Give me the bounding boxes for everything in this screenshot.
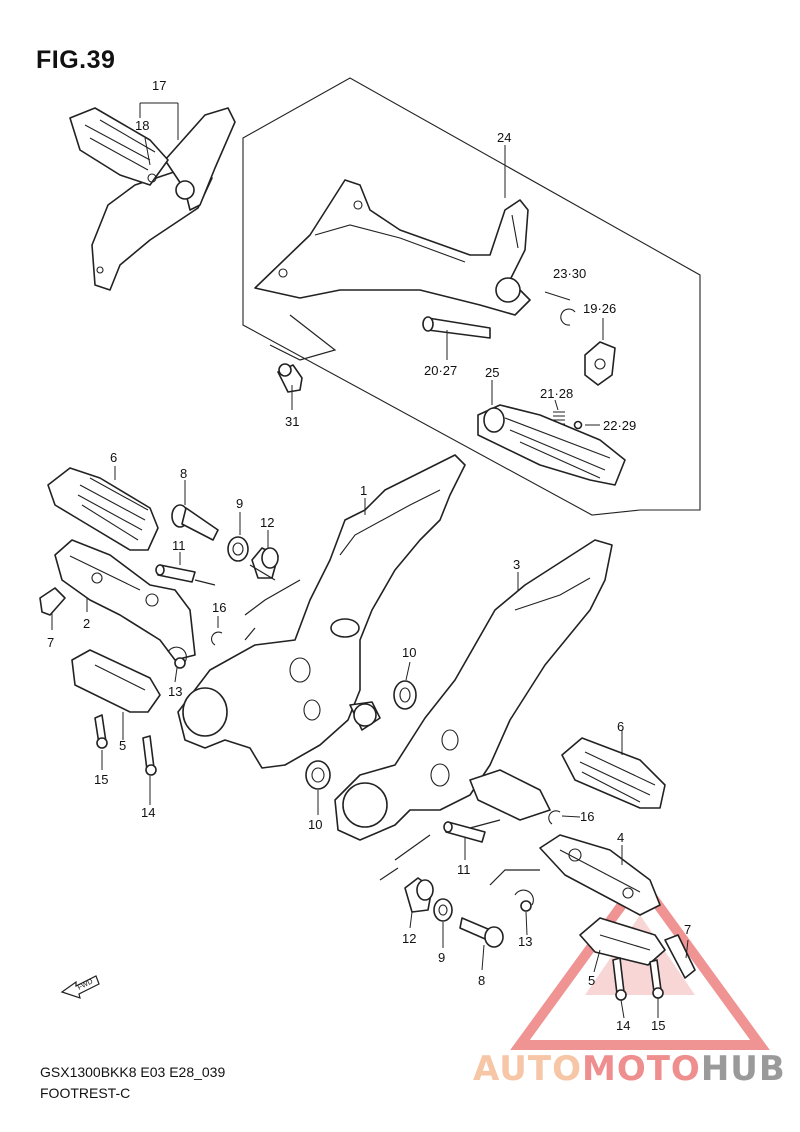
- callout-1: 1: [360, 483, 367, 498]
- callout-20-27: 20·27: [424, 363, 457, 378]
- callout-12-left: 12: [260, 515, 274, 530]
- callout-10-upper: 10: [402, 645, 416, 660]
- assembly-lines: [194, 564, 540, 886]
- watermark-text: AUTOMOTOHUB: [473, 1049, 786, 1089]
- footpeg-4-right: [539, 834, 661, 916]
- kit-pin-20-27: [422, 316, 491, 339]
- kit-ball-22-29: [573, 420, 583, 430]
- clip-16-left: [211, 631, 223, 646]
- callout-14-left: 14: [141, 805, 155, 820]
- callout-6-left: 6: [110, 450, 117, 465]
- bolt-8-right: [459, 917, 504, 948]
- figure-title: FIG.39: [36, 46, 116, 74]
- spring-13-right: [514, 889, 534, 912]
- callout-16-right: 16: [580, 809, 594, 824]
- figure-code: GSX1300BKK8 E03 E28_039: [40, 1064, 226, 1080]
- rubber-5-left: [71, 649, 161, 713]
- callout-15-left: 15: [94, 772, 108, 787]
- kit-clip-23-30: [560, 308, 576, 326]
- washer-9-right: [433, 898, 453, 922]
- callout-2: 2: [83, 616, 90, 631]
- callout-4: 4: [617, 830, 624, 845]
- callout-24: 24: [497, 130, 511, 145]
- callout-21-28: 21·28: [540, 386, 573, 401]
- callout-8-right: 8: [478, 973, 485, 988]
- callout-8-left: 8: [180, 466, 187, 481]
- kit-plate-19-26: [584, 341, 616, 386]
- callout-31: 31: [285, 414, 299, 429]
- callout-11-left: 11: [172, 538, 186, 553]
- callout-23-30: 23·30: [553, 266, 586, 281]
- callout-22-29: 22·29: [603, 418, 636, 433]
- bolt-8-left: [171, 504, 219, 541]
- upper-footrest-assembly: [69, 107, 236, 291]
- callout-15-right: 15: [651, 1018, 665, 1033]
- callout-11-right: 11: [457, 862, 471, 877]
- callout-16-left: 16: [212, 600, 226, 615]
- rubber-7-left: [39, 587, 66, 616]
- washer-9-left: [227, 536, 249, 562]
- callout-9-left: 9: [236, 496, 243, 511]
- screw-14-right: [612, 957, 627, 1001]
- callout-17: 17: [152, 78, 166, 93]
- screw-15-right: [649, 959, 664, 999]
- figure-name: FOOTREST-C: [40, 1085, 131, 1101]
- callout-25: 25: [485, 365, 499, 380]
- washer-10-upper: [393, 680, 417, 710]
- bolt-31: [277, 363, 303, 393]
- watermark-part2: MOTO: [581, 1049, 701, 1089]
- footpeg-rubber-6-left: [47, 467, 159, 551]
- footpeg-rubber-6-right: [561, 737, 666, 809]
- fwd-arrow-icon: FWD: [60, 975, 100, 999]
- callout-12-right: 12: [402, 931, 416, 946]
- pin-11-right: [443, 821, 486, 843]
- callout-18: 18: [135, 118, 149, 133]
- bracket-1: [177, 454, 466, 769]
- rubber-5-right: [579, 917, 666, 966]
- callout-5-right: 5: [588, 973, 595, 988]
- leader-lines: [51, 102, 689, 1019]
- kit-footpeg-25: [477, 404, 626, 486]
- rubber-7-right: [664, 934, 696, 979]
- footpeg-2-left: [54, 539, 196, 661]
- kit-spring-21-28: [553, 411, 565, 425]
- callout-3: 3: [513, 557, 520, 572]
- clip-16-right: [548, 810, 561, 825]
- callout-13-left: 13: [168, 684, 182, 699]
- callout-7-right: 7: [684, 922, 691, 937]
- callout-9-right: 9: [438, 950, 445, 965]
- kit-box-24: [242, 77, 701, 516]
- kit-bracket-24: [254, 179, 531, 361]
- screw-14-left: [142, 735, 157, 776]
- callout-7-left: 7: [47, 635, 54, 650]
- callout-19-26: 19·26: [583, 301, 616, 316]
- callout-labels: 17 18 24 23·30 19·26 20·27 25 21·28 22·2…: [47, 78, 691, 1033]
- screw-15-left: [94, 714, 108, 749]
- pin-11-left: [155, 564, 196, 583]
- washer-10-lower: [305, 760, 331, 790]
- callout-14-right: 14: [616, 1018, 630, 1033]
- spring-13-left: [167, 646, 187, 669]
- callout-10-lower: 10: [308, 817, 322, 832]
- watermark-part1: AUTO: [473, 1049, 582, 1089]
- bracket-3: [334, 539, 613, 841]
- callout-6-right: 6: [617, 719, 624, 734]
- bush-12-right: [404, 877, 434, 913]
- callout-13-right: 13: [518, 934, 532, 949]
- callout-5-left: 5: [119, 738, 126, 753]
- watermark-part3: HUB: [700, 1049, 786, 1089]
